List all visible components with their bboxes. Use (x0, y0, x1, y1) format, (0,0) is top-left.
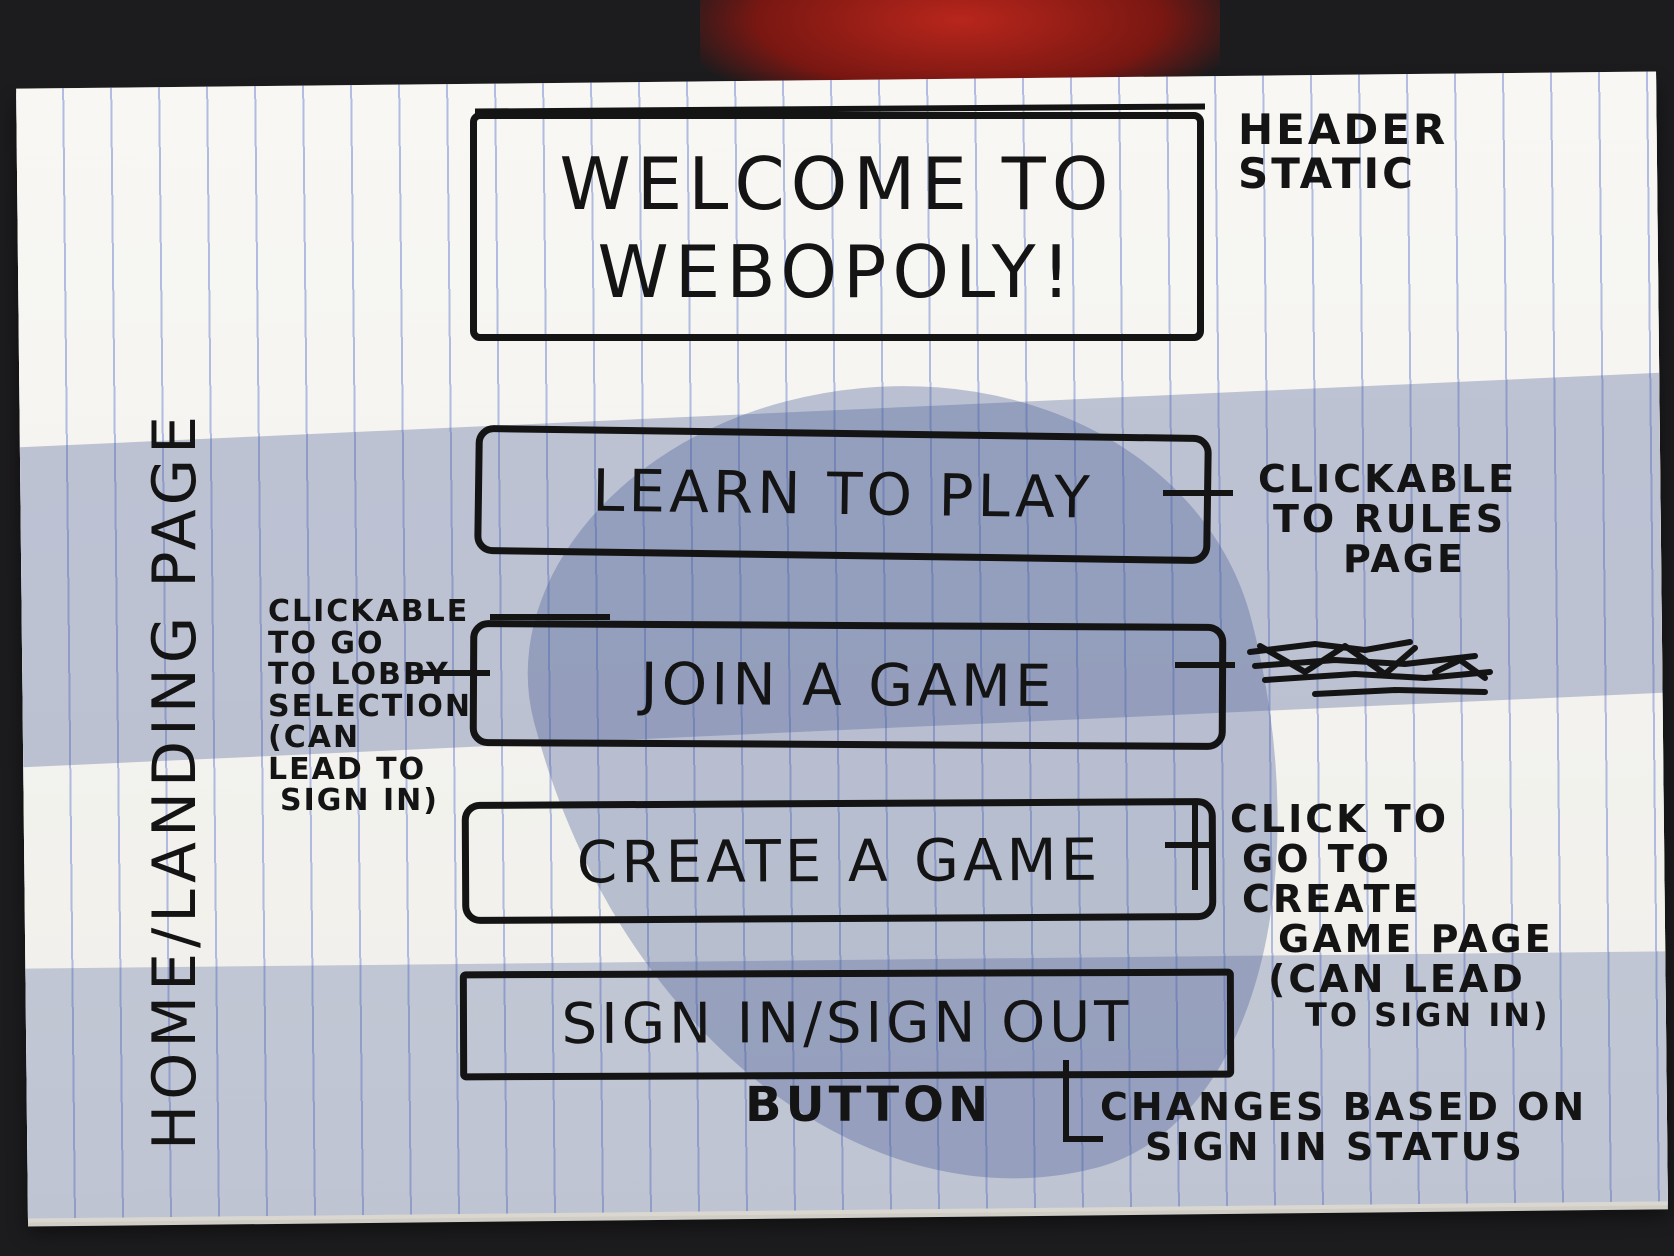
header-note-line-1: HEADER (1238, 105, 1449, 154)
join-note-line-5: (CAN (268, 720, 361, 755)
create-note-line-4: GAME PAGE (1278, 916, 1554, 961)
header-box: WELCOME TO WEBOPOLY! (470, 112, 1204, 341)
create-note-line-3: CREATE (1242, 876, 1422, 921)
join-note-line-2: TO GO (268, 625, 385, 661)
learn-note-line-1: CLICKABLE (1258, 457, 1518, 501)
sign-in-sign-out-label: SIGN IN/SIGN OUT (561, 990, 1133, 1058)
sign-note-line-2: SIGN IN STATUS (1145, 1124, 1525, 1169)
page-title: WELCOME TO WEBOPOLY! (477, 141, 1197, 317)
create-note-line-2: GO TO (1242, 836, 1392, 881)
learn-note: CLICKABLE TO RULES PAGE (1258, 457, 1518, 581)
join-note-line-3: TO LOBBY (268, 657, 450, 692)
header-note-line-2: STATIC (1238, 149, 1416, 199)
create-note-line-6: TO SIGN IN) (1305, 996, 1551, 1035)
join-a-game-button[interactable]: JOIN A GAME (469, 620, 1227, 750)
sign-in-sign-out-button[interactable]: SIGN IN/SIGN OUT (459, 968, 1235, 1081)
side-label: HOME/LANDING PAGE (140, 410, 210, 1150)
sign-connector-horizontal (1063, 1136, 1103, 1142)
create-bracket (1192, 800, 1198, 890)
create-note-line-5: (CAN LEAD (1268, 956, 1526, 1001)
learn-to-play-label: LEARN TO PLAY (591, 456, 1095, 532)
join-a-game-label: JOIN A GAME (640, 649, 1056, 720)
learn-note-line-2: TO RULES (1273, 496, 1507, 541)
join-top-connector (490, 614, 610, 620)
learn-note-line-3: PAGE (1343, 536, 1466, 581)
sign-connector-vertical (1063, 1060, 1069, 1140)
create-connector (1165, 842, 1215, 848)
title-line-1: WELCOME TO (559, 142, 1115, 226)
create-a-game-label: CREATE A GAME (576, 825, 1102, 896)
join-note: CLICKABLE TO GO TO LOBBY SELECTION (CAN … (268, 596, 472, 817)
sign-note-line-1: CHANGES BASED ON (1100, 1085, 1588, 1129)
learn-to-play-button[interactable]: LEARN TO PLAY (474, 424, 1212, 565)
join-note-line-1: CLICKABLE (268, 594, 470, 629)
create-note: CLICK TO GO TO CREATE GAME PAGE (CAN LEA… (1230, 797, 1554, 1035)
create-a-game-button[interactable]: CREATE A GAME (461, 798, 1217, 924)
join-note-line-6: LEAD TO (268, 751, 427, 787)
sign-note: CHANGES BASED ON SIGN IN STATUS (1100, 1085, 1588, 1169)
join-note-line-4: SELECTION (268, 688, 472, 724)
learn-connector (1163, 490, 1233, 496)
crossed-out-note (1247, 639, 1493, 697)
button-note: BUTTON (745, 1077, 993, 1133)
join-left-connector (420, 670, 490, 676)
join-right-connector (1175, 662, 1235, 668)
join-note-line-7: SIGN IN) (280, 783, 439, 818)
create-note-line-1: CLICK TO (1230, 797, 1450, 841)
header-note: HEADER STATIC (1238, 105, 1449, 199)
title-line-2: WEBOPOLY! (597, 229, 1077, 314)
